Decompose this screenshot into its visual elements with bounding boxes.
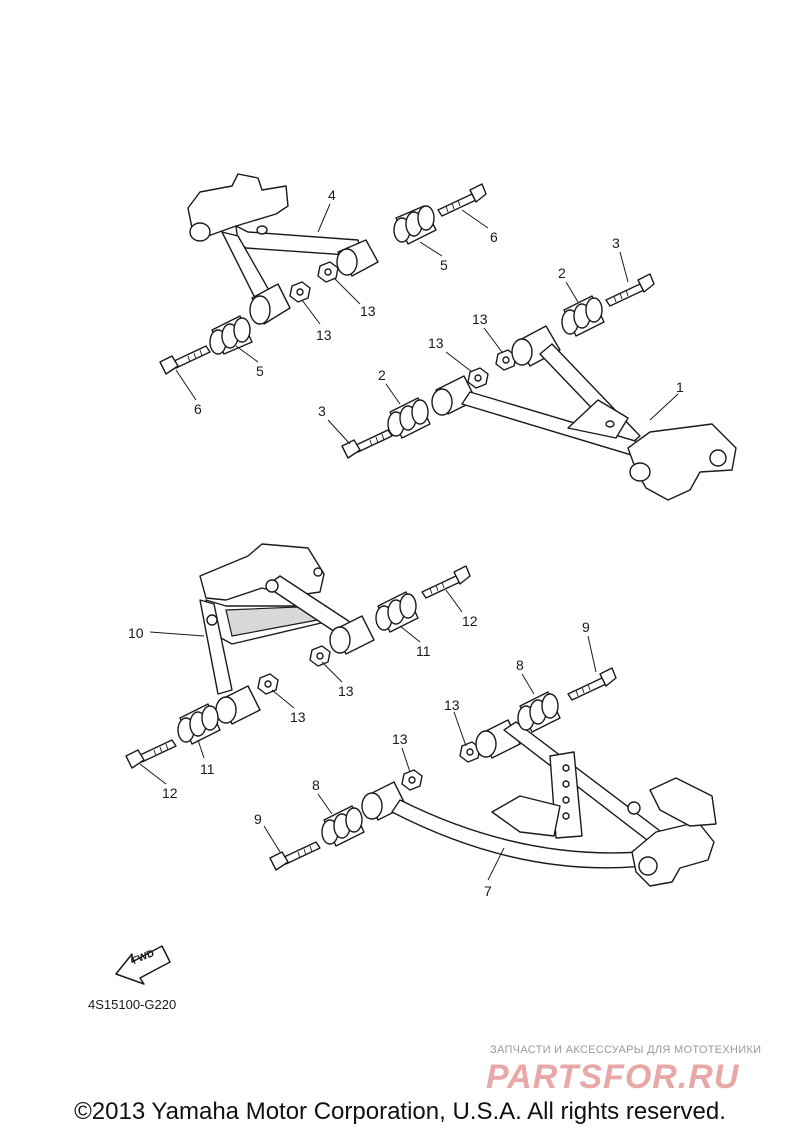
part-6-bolt-upper-left bbox=[159, 345, 211, 375]
part-10-lower-arm bbox=[199, 543, 375, 725]
callout-label: 11 bbox=[416, 643, 431, 659]
part-13-nut-upper-b bbox=[289, 281, 311, 303]
part-11-bushing-lower-right bbox=[375, 591, 419, 633]
callout-label: 13 bbox=[338, 683, 354, 699]
callout-label: 11 bbox=[200, 761, 215, 777]
part-8-bushing-lower-left bbox=[321, 805, 365, 847]
leader-lines bbox=[139, 203, 679, 881]
part-9-bolt-lower-right bbox=[567, 667, 617, 701]
watermark-logo: PARTSFOR.RU bbox=[486, 1058, 740, 1096]
copyright-notice: ©2013 Yamaha Motor Corporation, U.S.A. A… bbox=[74, 1098, 726, 1125]
part-13-nut-lower-b bbox=[257, 673, 279, 695]
part-8-bushing-lower-right bbox=[517, 691, 561, 733]
part-13-nut-upper-a bbox=[317, 261, 339, 283]
callout-label: 13 bbox=[290, 709, 306, 725]
callout-label: 7 bbox=[484, 883, 492, 899]
callout-label: 2 bbox=[378, 367, 386, 383]
callout-label: 6 bbox=[490, 229, 498, 245]
part-1-upper-arm bbox=[431, 325, 737, 501]
callout-label: 8 bbox=[516, 657, 524, 673]
part-13-nut-upper-d bbox=[495, 349, 517, 371]
fwd-arrow-icon bbox=[115, 945, 171, 985]
callout-label: 13 bbox=[316, 327, 332, 343]
part-2-bushing-upper-left bbox=[387, 397, 431, 439]
callout-label: 12 bbox=[462, 613, 478, 629]
part-6-bolt-upper-right bbox=[437, 183, 487, 217]
part-5-bushing-upper-right bbox=[393, 205, 437, 245]
part-13-nut-lower-d bbox=[401, 769, 423, 791]
part-5-bushing-upper-left bbox=[209, 315, 253, 355]
part-12-bolt-lower-left bbox=[125, 739, 177, 769]
callout-labels: 4 6 5 3 2 13 13 5 6 13 2 3 1 13 12 10 11… bbox=[128, 187, 684, 899]
part-12-bolt-lower-right bbox=[421, 565, 471, 599]
callout-label: 3 bbox=[318, 403, 326, 419]
part-4-upper-arm bbox=[187, 173, 379, 325]
callout-label: 4 bbox=[328, 187, 336, 203]
callout-label: 6 bbox=[194, 401, 202, 417]
part-9-bolt-lower-left bbox=[269, 841, 321, 871]
watermark-tagline: ЗАПЧАСТИ И АКСЕССУАРЫ ДЛЯ МОТОТЕХНИКИ bbox=[490, 1044, 762, 1056]
callout-label: 12 bbox=[162, 785, 178, 801]
callout-label: 8 bbox=[312, 777, 320, 793]
part-11-bushing-lower-left bbox=[177, 703, 221, 745]
part-2-bushing-upper-right bbox=[561, 295, 605, 337]
callout-label: 10 bbox=[128, 625, 144, 641]
part-13-nut-lower-c bbox=[459, 741, 481, 763]
part-3-bolt-upper-right bbox=[605, 273, 655, 307]
callout-label: 13 bbox=[444, 697, 460, 713]
callout-label: 13 bbox=[360, 303, 376, 319]
callout-label: 13 bbox=[472, 311, 488, 327]
part-3-bolt-upper-left bbox=[341, 429, 393, 459]
callout-label: 2 bbox=[558, 265, 566, 281]
part-13-nut-lower-a bbox=[309, 645, 331, 667]
callout-label: 5 bbox=[256, 363, 264, 379]
part-13-nut-upper-c bbox=[467, 367, 489, 389]
callout-label: 5 bbox=[440, 257, 448, 273]
diagram-code: 4S15100-G220 bbox=[88, 997, 177, 1012]
callout-label: 13 bbox=[428, 335, 444, 351]
part-7-lower-arm bbox=[361, 719, 717, 887]
callout-label: 13 bbox=[392, 731, 408, 747]
callout-label: 9 bbox=[254, 811, 262, 827]
callout-label: 1 bbox=[676, 379, 684, 395]
callout-label: 9 bbox=[582, 619, 590, 635]
callout-label: 3 bbox=[612, 235, 620, 251]
